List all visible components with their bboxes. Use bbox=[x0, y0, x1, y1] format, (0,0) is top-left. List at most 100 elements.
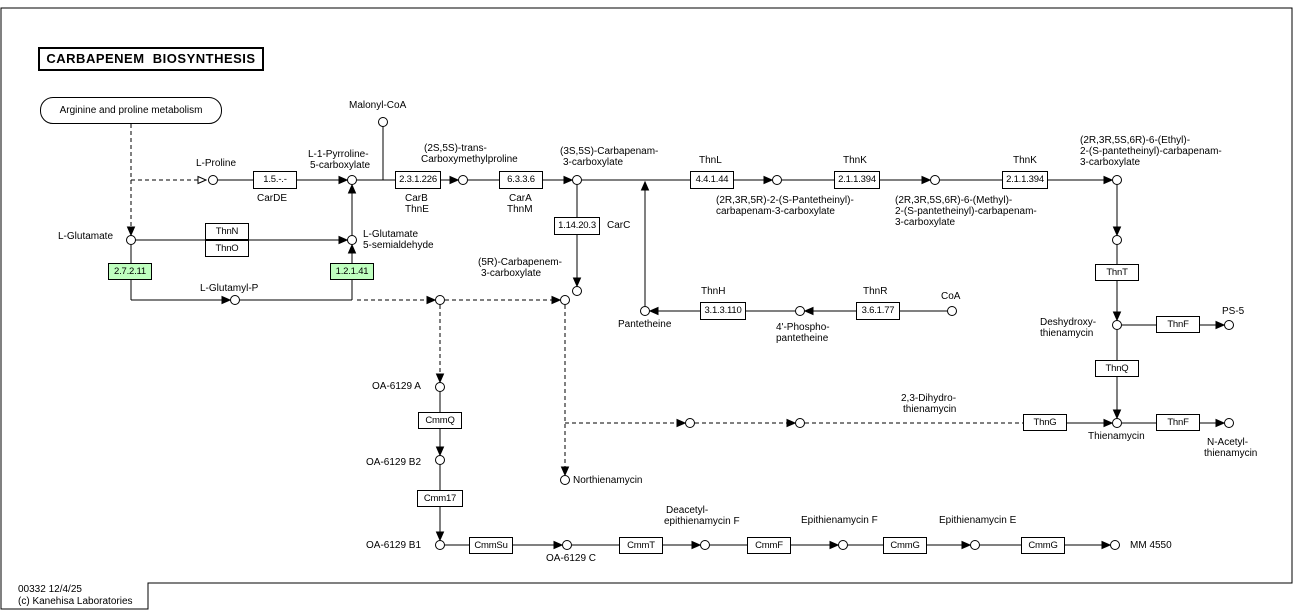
label-oa-6129-b1: OA-6129 B1 bbox=[366, 540, 422, 551]
compound-pantetheinyl-carbapenam-3-carboxylate[interactable] bbox=[772, 175, 782, 185]
compound-mm-4550[interactable] bbox=[1110, 540, 1120, 550]
arrowhead bbox=[435, 446, 445, 457]
label-pantetheine: pantetheine bbox=[776, 333, 829, 344]
enzyme-box-1-5[interactable]: 1.5.-.- bbox=[253, 171, 297, 189]
label-oa-6129-b2: OA-6129 B2 bbox=[366, 457, 422, 468]
label-epithienamycin-f: epithienamycin F bbox=[664, 516, 740, 527]
enzyme-box-thng[interactable]: ThnG bbox=[1023, 414, 1067, 431]
enzyme-box-cmmg[interactable]: CmmG bbox=[1021, 537, 1065, 554]
arrowhead bbox=[347, 243, 357, 254]
enzyme-box-thnf[interactable]: ThnF bbox=[1156, 414, 1200, 431]
label-thienamycin: thienamycin bbox=[1040, 328, 1094, 339]
compound-methyl-pantetheinyl-carbapenam[interactable] bbox=[930, 175, 940, 185]
compound-deacetyl-epithienamycin-f[interactable] bbox=[700, 540, 710, 550]
label-l-glutamate: L-Glutamate bbox=[363, 229, 419, 240]
compound-epithienamycin-f[interactable] bbox=[838, 540, 848, 550]
arrowhead bbox=[338, 175, 349, 185]
label-carc: CarC bbox=[607, 220, 631, 231]
label-carbapenam-3-carboxylate: carbapenam-3-carboxylate bbox=[716, 206, 835, 217]
label-thienamycin: Thienamycin bbox=[1088, 431, 1145, 442]
label-l-glutamyl-p: L-Glutamyl-P bbox=[200, 283, 259, 294]
compound-intermediate-c[interactable] bbox=[1112, 235, 1122, 245]
enzyme-box-6-3-3-6[interactable]: 6.3.3.6 bbox=[499, 171, 543, 189]
enzyme-box-2-1-1-394[interactable]: 2.1.1.394 bbox=[1002, 171, 1048, 189]
label-oa-6129-a: OA-6129 A bbox=[372, 381, 421, 392]
enzyme-box-thnq[interactable]: ThnQ bbox=[1095, 360, 1139, 377]
arrowhead bbox=[1112, 311, 1122, 322]
compound-l-glutamate-5-semialdehyde[interactable] bbox=[347, 235, 357, 245]
arrowhead bbox=[449, 175, 460, 185]
pathway-title: CARBAPENEM BIOSYNTHESIS bbox=[38, 47, 264, 71]
label-thnl: ThnL bbox=[699, 155, 722, 166]
enzyme-box-cmm17[interactable]: Cmm17 bbox=[417, 490, 463, 507]
enzyme-box-cmmt[interactable]: CmmT bbox=[619, 537, 663, 554]
compound-n-acetyl-thienamycin[interactable] bbox=[1224, 418, 1234, 428]
compound-ethyl-pantetheinyl-carbapenam[interactable] bbox=[1112, 175, 1122, 185]
enzyme-box-2-7-2-11[interactable]: 2.7.2.11 bbox=[108, 263, 152, 280]
compound-oa-6129-c[interactable] bbox=[562, 540, 572, 550]
label-3-carboxylate: 3-carboxylate bbox=[481, 268, 542, 279]
label-thne: ThnE bbox=[405, 204, 429, 215]
enzyme-box-2-1-1-394[interactable]: 2.1.1.394 bbox=[834, 171, 880, 189]
label-l-1-pyrroline: L-1-Pyrroline- bbox=[308, 149, 369, 160]
enzyme-box-cmmf[interactable]: CmmF bbox=[747, 537, 791, 554]
enzyme-box-1-2-1-41[interactable]: 1.2.1.41 bbox=[330, 263, 374, 280]
label-epithienamycin-e: Epithienamycin E bbox=[939, 515, 1017, 526]
label-thnr: ThnR bbox=[863, 286, 888, 297]
compound-oa-6129-a[interactable] bbox=[435, 382, 445, 392]
enzyme-box-thnt[interactable]: ThnT bbox=[1095, 264, 1139, 281]
arrowhead bbox=[551, 295, 562, 305]
compound-oa-6129-b2[interactable] bbox=[435, 455, 445, 465]
compound-intermediate-b[interactable] bbox=[560, 295, 570, 305]
label-carboxymethylproline: Carboxymethylproline bbox=[421, 154, 518, 165]
enzyme-box-cmmq[interactable]: CmmQ bbox=[418, 412, 462, 429]
compound-ps-5[interactable] bbox=[1224, 320, 1234, 330]
enzyme-box-1-14-20-3[interactable]: 1.14.20.3 bbox=[554, 217, 600, 235]
compound-l-1-pyrroline-5-carboxylate[interactable] bbox=[347, 175, 357, 185]
compound-oa-6129-b1[interactable] bbox=[435, 540, 445, 550]
compound-2s5s-trans-carboxymethylproline[interactable] bbox=[458, 175, 468, 185]
label-deshydroxy: Deshydroxy- bbox=[1040, 317, 1097, 328]
enzyme-box-2-3-1-226[interactable]: 2.3.1.226 bbox=[395, 171, 441, 189]
enzyme-box-thno[interactable]: ThnO bbox=[205, 240, 249, 257]
compound-epithienamycin-e[interactable] bbox=[970, 540, 980, 550]
compound-l-glutamate[interactable] bbox=[126, 235, 136, 245]
enzyme-box-3-6-1-77[interactable]: 3.6.1.77 bbox=[856, 302, 900, 320]
label-carde: CarDE bbox=[257, 193, 288, 204]
label-deacetyl: Deacetyl- bbox=[666, 505, 709, 516]
arrowhead bbox=[560, 466, 570, 477]
compound-3s5s-carbapenam-3-carboxylate[interactable] bbox=[572, 175, 582, 185]
enzyme-box-thnn[interactable]: ThnN bbox=[205, 223, 249, 240]
label-2-s-pantetheinyl-carbapenam: 2-(S-pantetheinyl)-carbapenam- bbox=[895, 206, 1037, 217]
arrowhead bbox=[1112, 226, 1122, 237]
map-link-arginine-and-proline-metabolism[interactable]: Arginine and proline metabolism bbox=[40, 97, 222, 124]
label-3-carboxylate: 3-carboxylate bbox=[563, 157, 624, 168]
label-3-carboxylate: 3-carboxylate bbox=[895, 217, 956, 228]
enzyme-box-cmmg[interactable]: CmmG bbox=[883, 537, 927, 554]
label-ps-5: PS-5 bbox=[1222, 306, 1245, 317]
compound-northienamycin[interactable] bbox=[560, 475, 570, 485]
compound-l-glutamyl-p[interactable] bbox=[230, 295, 240, 305]
compound-4-phospho-pantetheine[interactable] bbox=[795, 306, 805, 316]
enzyme-box-thnf[interactable]: ThnF bbox=[1156, 316, 1200, 333]
compound-5r-carbapenem-3-carboxylate[interactable] bbox=[572, 286, 582, 296]
compound-l-proline[interactable] bbox=[208, 175, 218, 185]
compound-malonyl-coa[interactable] bbox=[378, 117, 388, 127]
label-3s-5s-carbapenam: (3S,5S)-Carbapenam- bbox=[560, 146, 659, 157]
enzyme-box-4-4-1-44[interactable]: 4.4.1.44 bbox=[690, 171, 734, 189]
enzyme-box-cmmsu[interactable]: CmmSu bbox=[469, 537, 513, 554]
arrowhead bbox=[221, 295, 232, 305]
compound-pantetheine[interactable] bbox=[640, 306, 650, 316]
label-4-phospho: 4'-Phospho- bbox=[776, 322, 830, 333]
map-border bbox=[0, 7, 1293, 610]
compound-intermediate-a[interactable] bbox=[435, 295, 445, 305]
arrowhead bbox=[1215, 320, 1226, 330]
compound-deshydroxy-thienamycin[interactable] bbox=[1112, 320, 1122, 330]
compound-2-3-dihydro-thienamycin[interactable] bbox=[795, 418, 805, 428]
compound-thienamycin[interactable] bbox=[1112, 418, 1122, 428]
enzyme-box-3-1-3-110[interactable]: 3.1.3.110 bbox=[700, 302, 746, 320]
label-epithienamycin-f: Epithienamycin F bbox=[801, 515, 878, 526]
arrowhead bbox=[435, 373, 445, 384]
compound-coa[interactable] bbox=[947, 306, 957, 316]
compound-intermediate-d[interactable] bbox=[685, 418, 695, 428]
